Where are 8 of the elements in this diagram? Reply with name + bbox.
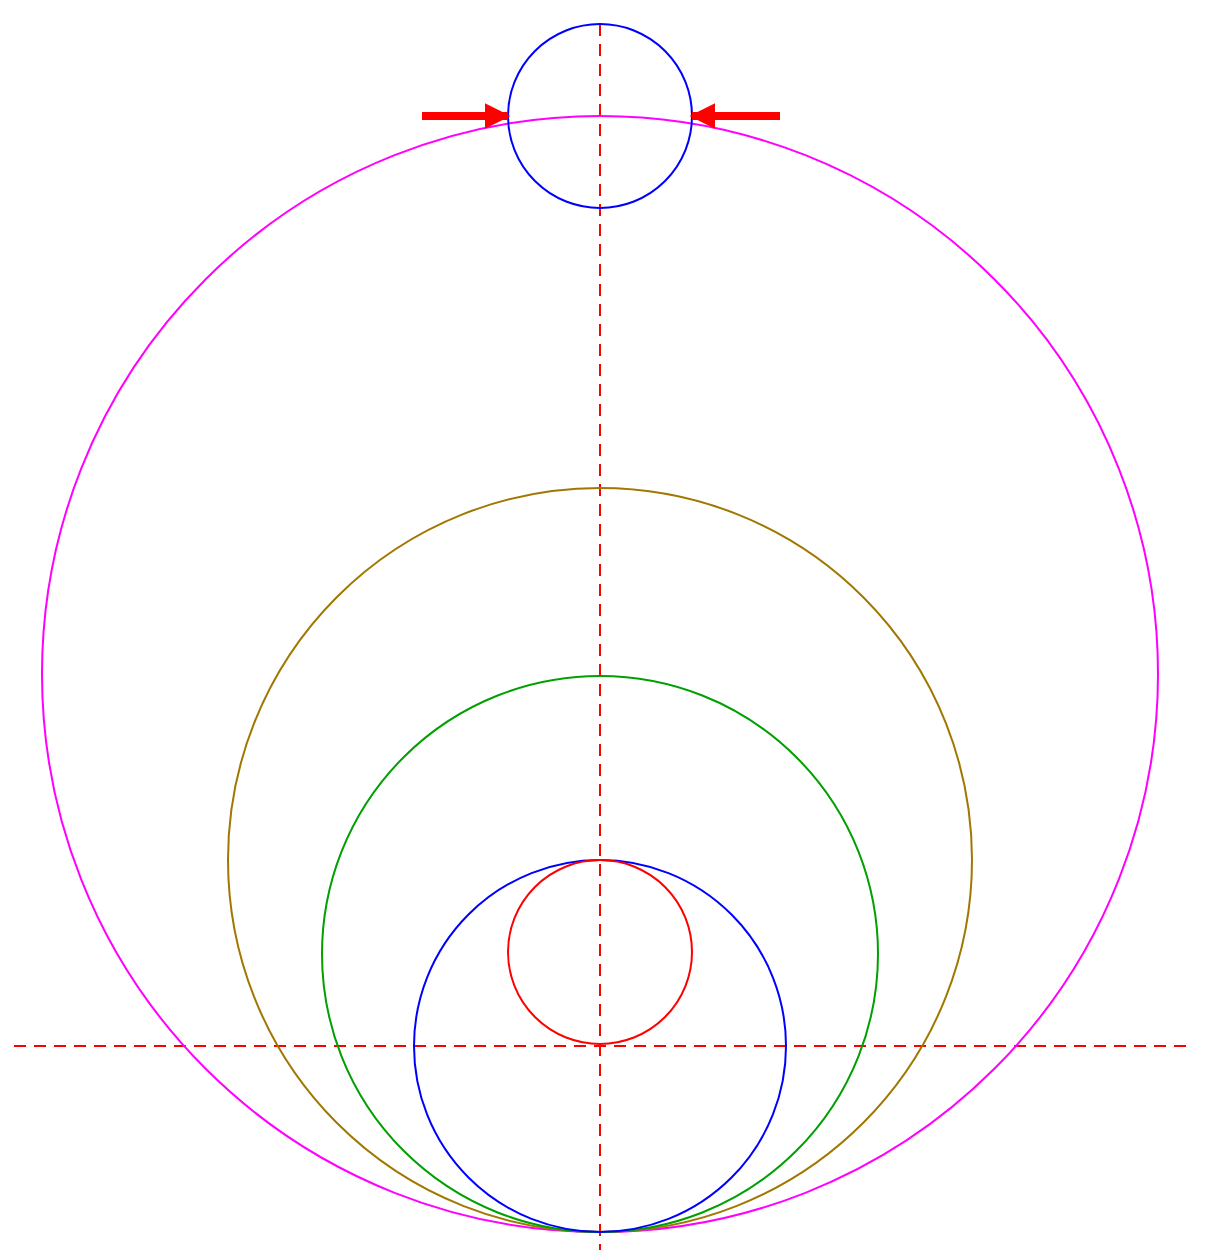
arrow <box>689 103 780 129</box>
circle <box>321 675 879 1233</box>
circle <box>413 859 787 1233</box>
circle <box>41 115 1159 1233</box>
circle <box>227 487 973 1233</box>
circle <box>507 859 693 1045</box>
circle <box>507 23 693 209</box>
arrow <box>422 103 511 129</box>
